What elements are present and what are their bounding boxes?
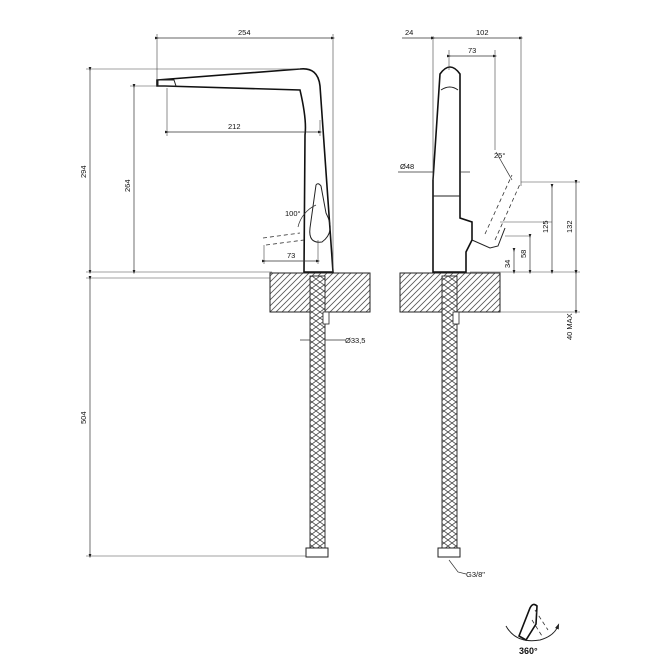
connection-thread: G3/8"	[466, 570, 485, 579]
side-view: 254 212 294 264 100° 73 504 Ø33,5	[79, 28, 371, 559]
rotation-label: 360°	[519, 646, 538, 656]
angle-100: 100°	[285, 209, 301, 218]
front-view: 24 102 73 Ø48 25° 132 125 58 34 40 MAX G…	[398, 28, 580, 579]
dim-73-front: 73	[468, 46, 476, 55]
side-spout-body	[156, 68, 334, 273]
dim-132: 132	[565, 220, 574, 233]
front-body	[432, 66, 473, 273]
dim-24: 24	[405, 28, 413, 37]
dim-48: Ø48	[400, 162, 414, 171]
dim-294: 294	[79, 165, 88, 178]
side-hose-nut	[305, 547, 329, 558]
dim-264: 264	[123, 179, 132, 192]
dim-125: 125	[541, 220, 550, 233]
side-handle-open	[262, 232, 305, 246]
dim-212: 212	[228, 122, 241, 131]
front-handle-tilt	[484, 174, 521, 241]
dim-40-max: 40 MAX	[565, 313, 574, 340]
dim-34: 34	[503, 260, 512, 268]
connection-leader	[448, 559, 467, 575]
front-hose-nut	[437, 547, 461, 558]
dim-58: 58	[519, 250, 528, 258]
dim-33-5: Ø33,5	[345, 336, 365, 345]
dim-102: 102	[476, 28, 489, 37]
side-outlet	[157, 79, 177, 87]
dim-73-side: 73	[287, 251, 295, 260]
rotation-icon: 360°	[505, 603, 560, 656]
dim-254: 254	[238, 28, 251, 37]
front-angle-line	[495, 151, 513, 181]
front-handle	[471, 227, 506, 249]
front-spout-tip	[440, 86, 459, 91]
side-angle-arc	[297, 204, 317, 228]
dim-504: 504	[79, 411, 88, 424]
side-handle	[309, 183, 331, 243]
angle-25: 25°	[494, 151, 505, 160]
